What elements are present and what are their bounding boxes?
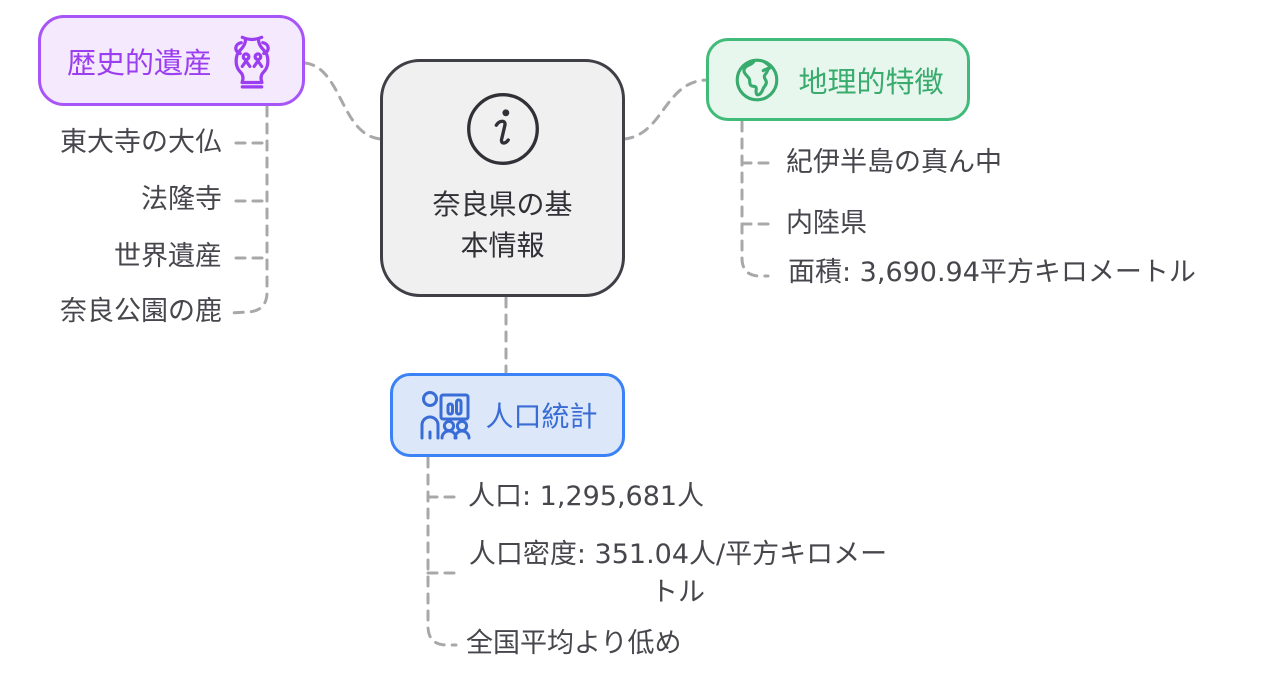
- leaf-kii-peninsula: 紀伊半島の真ん中: [786, 147, 1002, 178]
- leaf-below-national-average: 全国平均より低め: [466, 628, 682, 659]
- root-node: 奈良県の基本情報: [380, 59, 625, 297]
- leaf-todaiji-daibutsu: 東大寺の大仏: [60, 127, 222, 158]
- leaf-population-value: 人口: 1,295,681人: [468, 481, 705, 512]
- amphora-icon: [228, 33, 276, 89]
- leaf-horyuji: 法隆寺: [141, 184, 222, 215]
- branch-history-label: 歴史的遺産: [66, 45, 212, 80]
- connector-population-trunk: [426, 456, 458, 647]
- branch-node-population: 人口統計: [390, 373, 625, 457]
- leaf-population-density: 人口密度: 351.04人/平方キロメートル: [468, 539, 888, 608]
- presentation-chart-people-icon: [417, 390, 471, 440]
- connector-history-trunk: [229, 105, 269, 315]
- leaf-area-value: 面積: 3,690.94平方キロメートル: [788, 257, 1196, 288]
- branch-node-history: 歴史的遺産: [38, 15, 305, 106]
- connector-geography-trunk: [740, 120, 770, 278]
- connector-root-geography: [622, 78, 709, 141]
- connector-root-history: [303, 61, 383, 141]
- leaf-nara-park-deer: 奈良公園の鹿: [60, 296, 222, 327]
- leaf-world-heritage: 世界遺産: [114, 241, 222, 272]
- branch-node-geography: 地理的特徴: [706, 38, 970, 121]
- branch-geography-label: 地理的特徴: [798, 64, 944, 99]
- branch-population-label: 人口統計: [485, 400, 598, 433]
- root-node-label: 奈良県の基本情報: [432, 188, 573, 262]
- info-icon: [463, 89, 543, 169]
- globe-icon: [732, 55, 782, 105]
- leaf-inland-prefecture: 内陸県: [786, 208, 867, 239]
